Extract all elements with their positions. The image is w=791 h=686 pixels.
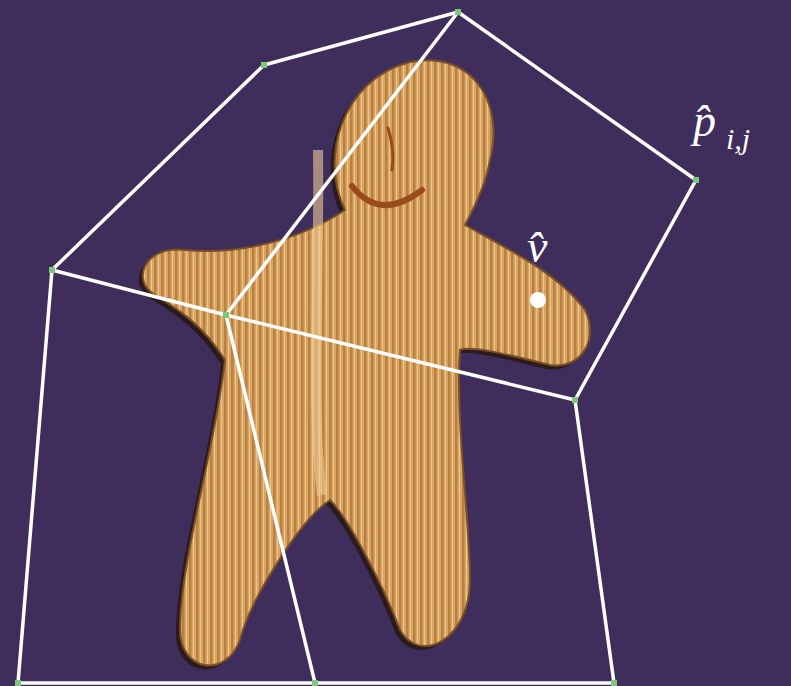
point-label: v̂: [527, 224, 547, 270]
subscript-label: i,j: [726, 124, 750, 154]
cage-vertices: [15, 9, 699, 686]
point-marker: [530, 292, 546, 308]
cage-edges: [18, 12, 696, 683]
gingerbread-figure: [139, 60, 590, 669]
vertex-label: p̂: [693, 98, 716, 144]
